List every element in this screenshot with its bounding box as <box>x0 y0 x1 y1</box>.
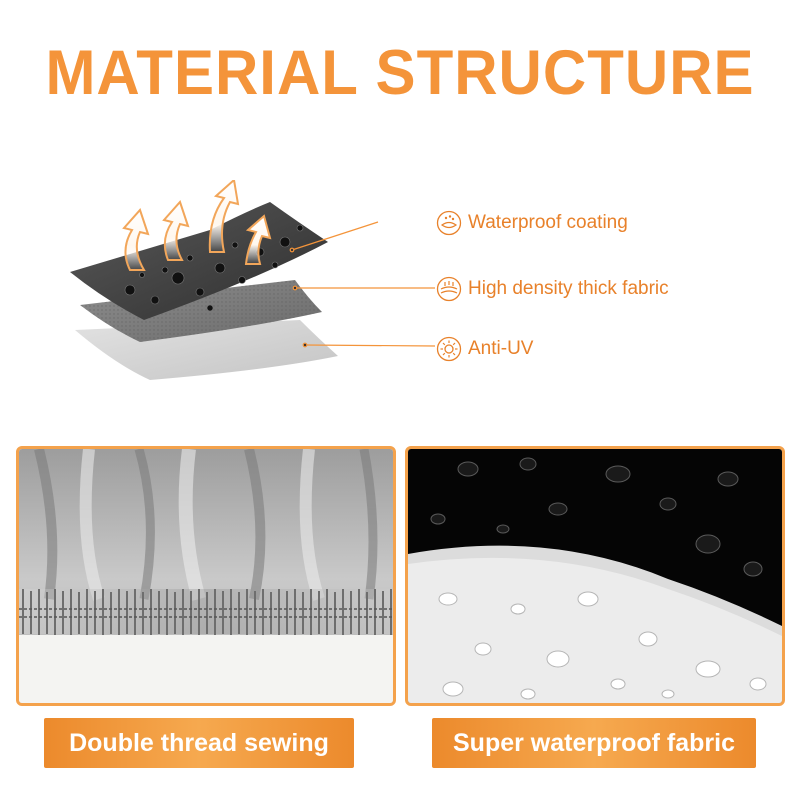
fabric-layers-icon <box>436 276 462 302</box>
double-thread-sewing-photo <box>16 446 396 706</box>
callout-label: Waterproof coating <box>468 212 628 233</box>
callout-waterproof-coating: Waterproof coating <box>436 210 628 236</box>
feature-label: Double thread sewing <box>69 728 329 757</box>
page-title: MATERIAL STRUCTURE <box>45 37 755 108</box>
sun-icon <box>436 336 462 362</box>
feature-banner-waterproof: Super waterproof fabric <box>432 718 756 768</box>
feature-banner-sewing: Double thread sewing <box>44 718 354 768</box>
super-waterproof-fabric-photo <box>405 446 785 706</box>
callout-high-density-fabric: High density thick fabric <box>436 276 669 302</box>
breathable-arrows <box>122 180 272 271</box>
callout-label: High density thick fabric <box>468 278 669 299</box>
fabric-layers-illustration <box>70 180 436 380</box>
callout-anti-uv: Anti-UV <box>436 336 533 362</box>
feature-label: Super waterproof fabric <box>453 728 735 757</box>
callout-label: Anti-UV <box>468 338 534 359</box>
water-drops-icon <box>436 210 462 236</box>
